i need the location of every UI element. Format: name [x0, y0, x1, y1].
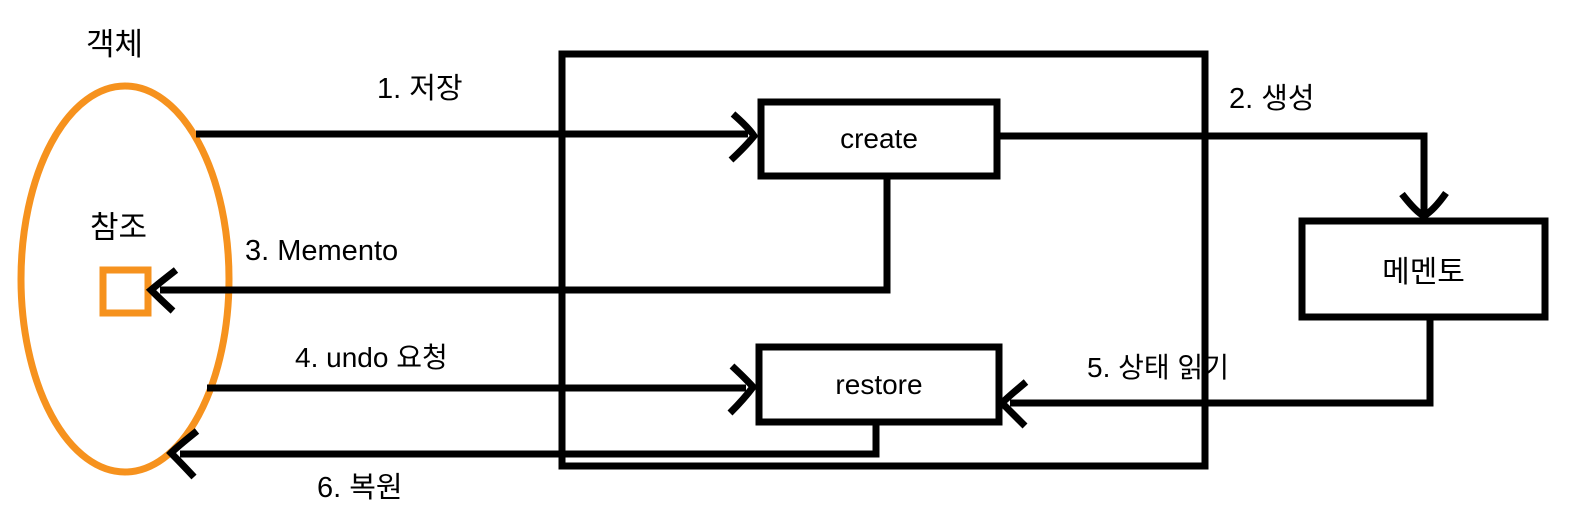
arrow-read-state-arrowhead-icon	[997, 379, 1029, 429]
arrow-memento-line	[160, 176, 891, 294]
arrow-memento-label: 3. Memento	[245, 235, 399, 267]
arrow-restore-arrowhead-icon	[166, 428, 200, 480]
reference-label: 참조	[90, 210, 148, 245]
arrow-restore-label: 6. 복원	[317, 472, 403, 504]
arrow-read-state-label: 5. 상태 읽기	[1087, 352, 1229, 383]
arrow-create-arrowhead-icon	[1399, 190, 1449, 220]
arrow-memento-arrowhead-icon	[145, 267, 179, 314]
restore-box-label: restore	[835, 368, 923, 400]
memento-box	[1298, 217, 1549, 321]
object-ellipse	[17, 82, 233, 476]
arrow-create-label: 2. 생성	[1229, 83, 1315, 115]
system-boundary-rect	[558, 50, 1209, 470]
arrow-save-label: 1. 저장	[377, 73, 463, 105]
arrow-undo-arrowhead-icon	[727, 363, 758, 416]
arrow-undo-label: 4. undo 요청	[295, 342, 448, 373]
arrow-restore-line	[180, 422, 880, 458]
arrow-create-line	[997, 132, 1428, 213]
create-box	[757, 98, 1001, 180]
create-box-label: create	[840, 123, 918, 154]
object-label: 객체	[86, 27, 144, 62]
reference-square	[99, 266, 152, 317]
arrow-save-arrowhead-icon	[728, 111, 759, 163]
memento-box-label: 메멘토	[1382, 256, 1465, 289]
arrow-read-state-line	[1010, 317, 1434, 407]
